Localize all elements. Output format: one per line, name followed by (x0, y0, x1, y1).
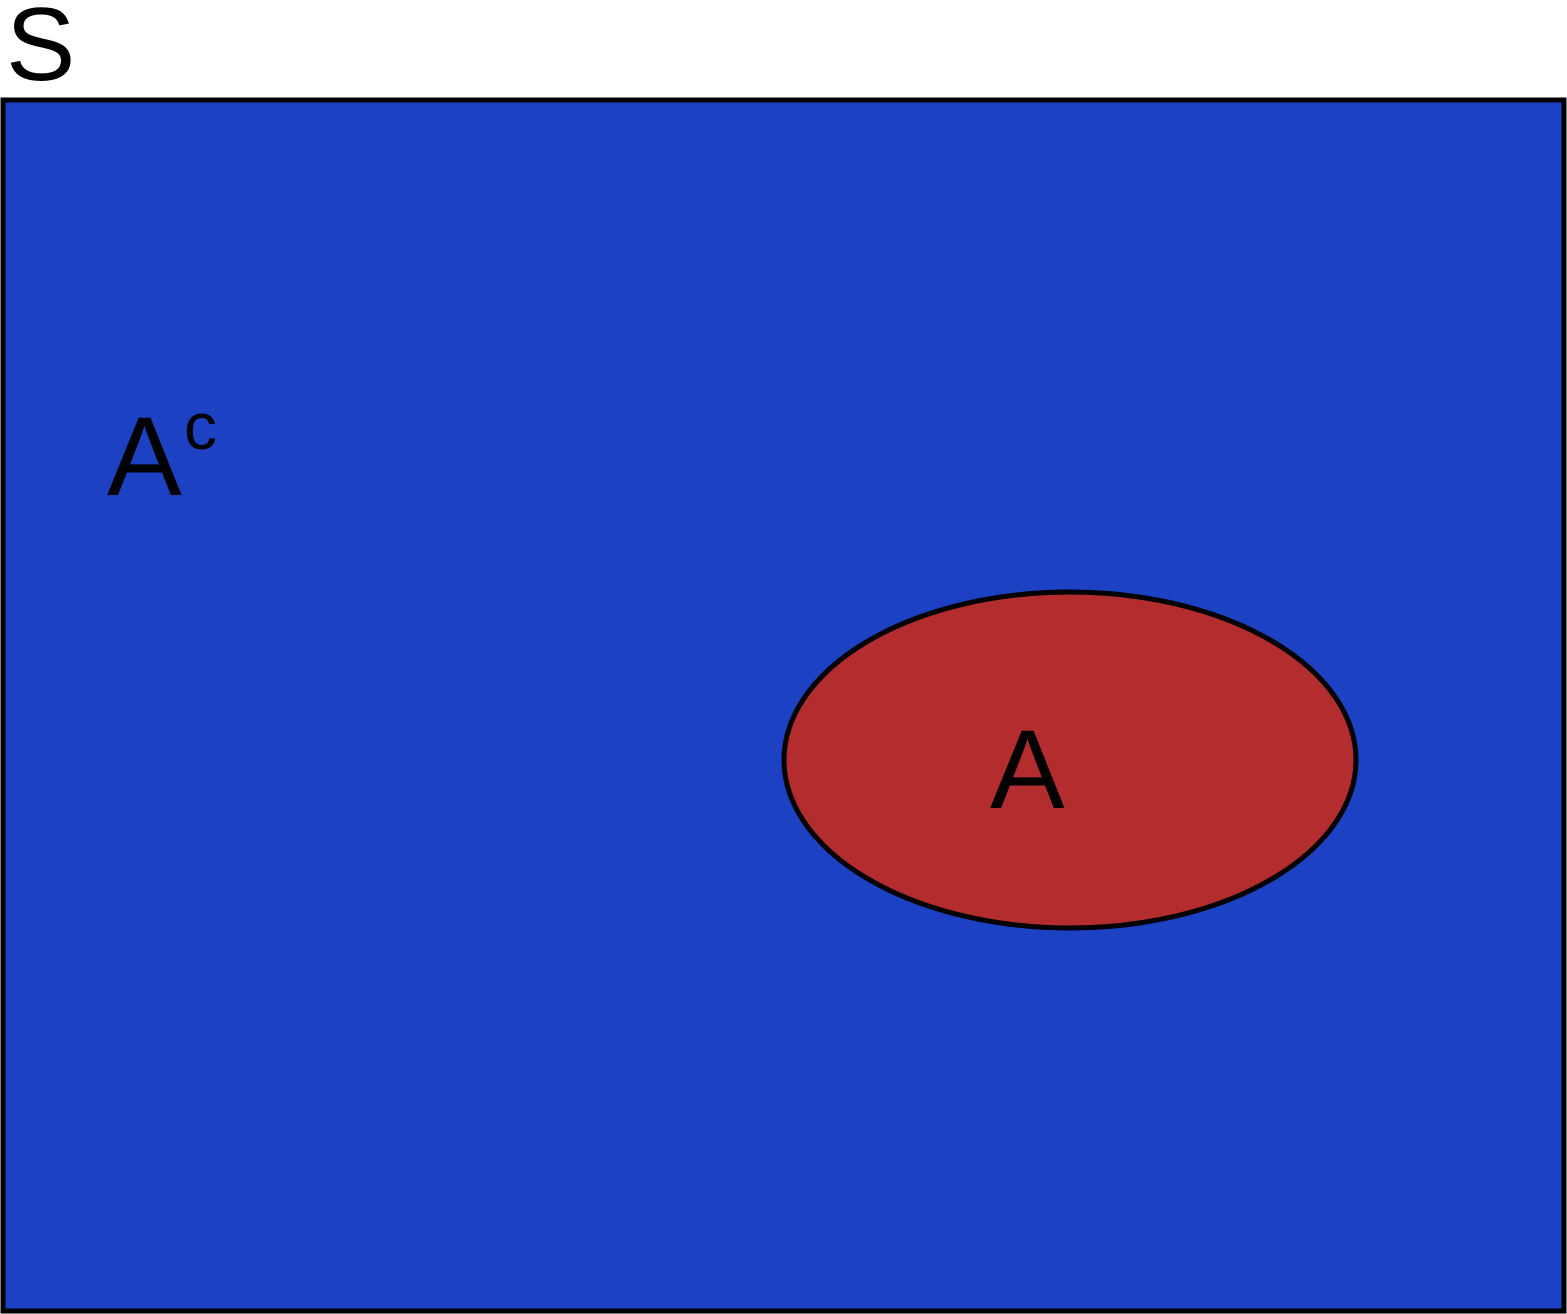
set-a-label: A (990, 707, 1065, 832)
complement-label-superscript: c (184, 389, 217, 463)
universe-label: S (6, 0, 75, 103)
complement-label: A c (107, 389, 217, 519)
complement-label-base: A (107, 394, 182, 519)
set-a-ellipse (781, 589, 1359, 931)
